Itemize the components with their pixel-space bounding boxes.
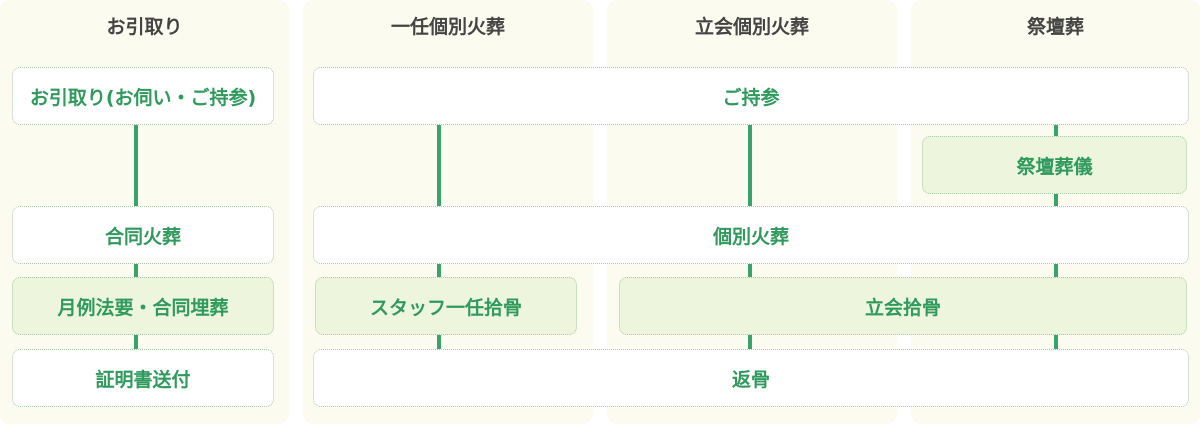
column-header-pickup: お引取り: [106, 15, 183, 38]
step-altar-ceremony: 祭壇葬儀: [922, 136, 1187, 194]
step-individual-cremation: 個別火葬: [313, 206, 1189, 264]
step-certificate-sending: 証明書送付: [12, 349, 274, 407]
step-joint-cremation: 合同火葬: [12, 206, 274, 264]
step-return-bones: 返骨: [313, 349, 1189, 407]
step-attended-bone-collection: 立会拾骨: [619, 277, 1187, 335]
column-header-entrusted: 一任個別火葬: [390, 15, 505, 38]
step-staff-bone-collection: スタッフ一任拾骨: [315, 277, 577, 335]
column-header-attended: 立会個別火葬: [694, 15, 809, 38]
step-bring: ご持参: [313, 67, 1189, 125]
step-monthly-memorial-joint-burial: 月例法要・合同埋葬: [12, 277, 274, 335]
column-header-altar: 祭壇葬: [1026, 15, 1084, 38]
step-pickup-visit-or-bring: お引取り(お伺い・ご持参): [12, 67, 274, 125]
